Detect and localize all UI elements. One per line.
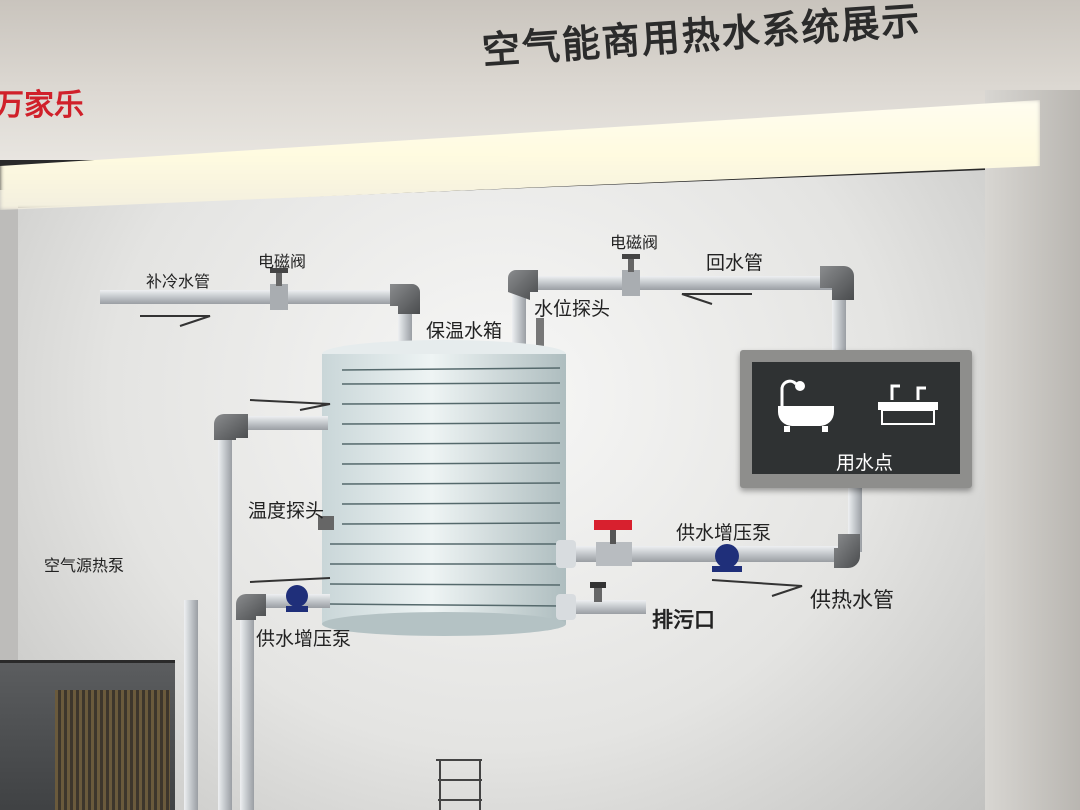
water-point-panel: 用水点 <box>740 350 972 488</box>
side-wall <box>985 90 1080 810</box>
drain-outlet-label: 排污口 <box>652 608 715 632</box>
insulated-tank-label: 保温水箱 <box>426 320 503 342</box>
heat-pump-loop <box>184 399 331 810</box>
return-pipe <box>508 254 854 350</box>
water-level-probe-label: 水位探头 <box>534 298 611 320</box>
cold-supply-pipe <box>100 268 420 348</box>
temperature-probe-label: 温度探头 <box>248 500 325 522</box>
heat-pump-grille <box>55 690 170 810</box>
hot-water-supply-pipe-label: 供热水管 <box>810 588 894 612</box>
booster-pump-left-label: 供水增压泵 <box>256 628 352 650</box>
ladder-icon <box>436 759 482 810</box>
solenoid-valve-left-label: 电磁阀 <box>258 252 307 271</box>
hot-water-supply-pipe <box>556 486 862 597</box>
insulated-tank <box>318 340 566 636</box>
solenoid-valve-right-label: 电磁阀 <box>610 233 659 252</box>
return-pipe-label: 回水管 <box>706 252 764 274</box>
ball-valve-handle <box>594 520 632 530</box>
brand-logo: 万家乐 <box>0 88 84 123</box>
water-point-label: 用水点 <box>836 452 894 474</box>
bathtub-icon <box>778 379 938 432</box>
air-source-heat-pump-label: 空气源热泵 <box>44 556 125 575</box>
booster-pump-left-icon <box>286 585 308 607</box>
wall-edge <box>0 190 18 810</box>
drain-pipe <box>556 582 646 620</box>
sink-icon <box>878 384 938 425</box>
cold-supply-pipe-label: 补冷水管 <box>146 272 211 291</box>
booster-pump-right-label: 供水增压泵 <box>676 522 772 544</box>
booster-pump-right-icon <box>715 544 739 568</box>
